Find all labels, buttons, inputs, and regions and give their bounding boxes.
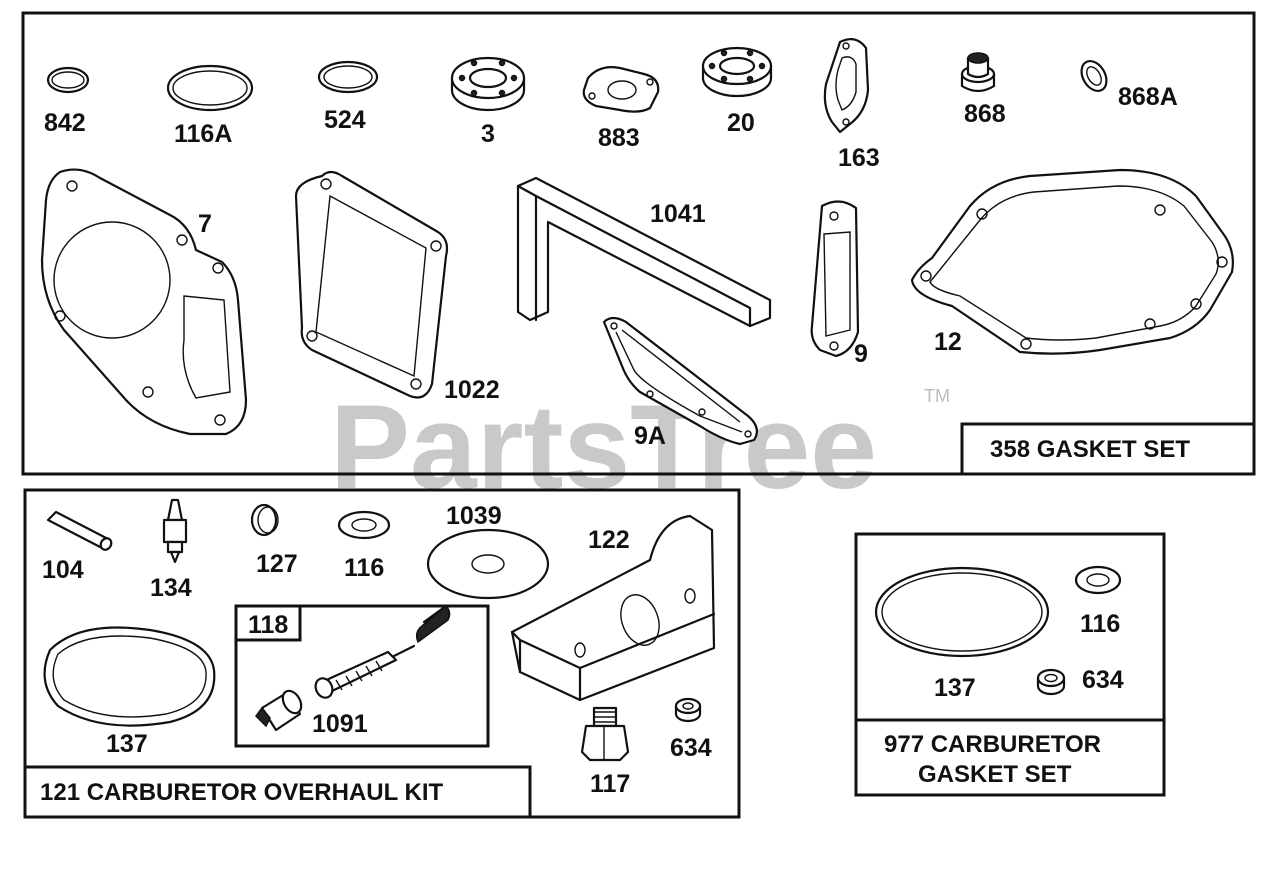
part-label-116a: 116A: [174, 120, 232, 148]
part-1041-bar[interactable]: [516, 176, 772, 328]
subkit-118-frame: [234, 604, 490, 748]
part-label-104: 104: [42, 556, 84, 584]
overhaul-kit-label: 121 CARBURETOR OVERHAUL KIT: [40, 779, 444, 806]
part-116-washer-gasket-set[interactable]: [1074, 565, 1122, 595]
part-label-12: 12: [934, 328, 962, 356]
gasket-set-label-box: [960, 422, 1256, 476]
part-label-868: 868: [964, 100, 1006, 128]
part-label-134: 134: [150, 574, 192, 602]
part-label-117: 117: [590, 770, 630, 798]
part-634-seal-gasket-set[interactable]: [1036, 668, 1066, 696]
part-label-1091: 1091: [312, 710, 368, 738]
part-524-ring[interactable]: [317, 60, 379, 94]
part-label-634-overhaul: 634: [670, 734, 712, 762]
subkit-118-label: 118: [248, 611, 288, 639]
panel-carburetor-overhaul-kit: 121 CARBURETOR OVERHAUL KIT 104 134 127 …: [23, 488, 741, 819]
part-label-116-gasket-set: 116: [1080, 610, 1120, 638]
panel-carb-gasket-set-frame: [854, 532, 1166, 797]
part-3-oil-seal[interactable]: [450, 56, 526, 112]
part-label-1022: 1022: [444, 376, 500, 404]
panel-carburetor-gasket-set: 977 CARBURETOR GASKET SET 137 116 634: [854, 532, 1166, 797]
part-842-oring[interactable]: [46, 66, 90, 94]
overhaul-kit-label-box: [23, 765, 532, 819]
part-137-ring-gasket-set[interactable]: [874, 566, 1050, 658]
part-label-9a: 9A: [634, 422, 666, 450]
part-20-oil-seal[interactable]: [701, 46, 773, 98]
subkit-118: 118 1091: [234, 604, 490, 748]
part-9a-gasket[interactable]: [602, 316, 759, 446]
part-1022-cover-gasket[interactable]: [294, 170, 449, 399]
part-883-gasket[interactable]: [582, 66, 660, 113]
part-104-pin[interactable]: [46, 510, 113, 552]
part-868-fitting[interactable]: [960, 52, 996, 93]
part-label-524: 524: [324, 106, 366, 134]
panel-gasket-set: 358 GASKET SET 842 116A 524 3: [21, 11, 1256, 476]
part-label-842: 842: [44, 109, 86, 137]
part-634-seal[interactable]: [674, 697, 702, 723]
part-1091-spring[interactable]: [415, 604, 451, 644]
carb-gasket-set-label-line2: GASKET SET: [918, 761, 1072, 788]
gasket-set-kit-label: 358 GASKET SET: [990, 436, 1190, 463]
part-label-1041: 1041: [650, 200, 706, 228]
watermark-trademark: TM: [924, 386, 950, 406]
part-117-jet[interactable]: [580, 706, 630, 762]
part-label-137-gasket-set: 137: [934, 674, 976, 702]
part-7-head-gasket[interactable]: [40, 168, 248, 436]
part-label-9: 9: [854, 340, 868, 368]
part-label-7: 7: [198, 210, 212, 238]
part-label-1039: 1039: [446, 502, 502, 530]
part-1091-screw[interactable]: [313, 644, 416, 700]
part-127-plug[interactable]: [250, 503, 279, 537]
carb-gasket-set-label-line1: 977 CARBURETOR: [884, 731, 1101, 758]
part-116a-ring[interactable]: [166, 64, 254, 112]
part-137-ring[interactable]: [43, 626, 216, 727]
part-label-634-gasket-set: 634: [1082, 666, 1124, 694]
part-label-868a: 868A: [1118, 83, 1178, 111]
subkit-118-label-box: [234, 604, 302, 642]
part-163-gasket[interactable]: [823, 37, 870, 134]
part-label-883: 883: [598, 124, 640, 152]
part-label-3: 3: [481, 120, 495, 148]
watermark-brand: PartsTree: [330, 380, 877, 514]
panel-gasket-set-frame: [21, 11, 1256, 476]
part-12-crankcase-gasket[interactable]: [910, 168, 1234, 355]
part-9-gasket[interactable]: [810, 200, 860, 358]
part-label-163: 163: [838, 144, 880, 172]
part-1039-diaphragm[interactable]: [426, 528, 550, 600]
part-122-spacer[interactable]: [510, 514, 716, 702]
part-116-washer[interactable]: [337, 510, 391, 540]
part-label-137-overhaul: 137: [106, 730, 148, 758]
part-label-127: 127: [256, 550, 298, 578]
part-label-122: 122: [588, 526, 630, 554]
part-label-20: 20: [727, 109, 755, 137]
part-label-116: 116: [344, 554, 384, 582]
part-868a-washer[interactable]: [1076, 57, 1111, 96]
part-1091-seat[interactable]: [255, 688, 305, 732]
part-134-needle[interactable]: [162, 498, 188, 564]
